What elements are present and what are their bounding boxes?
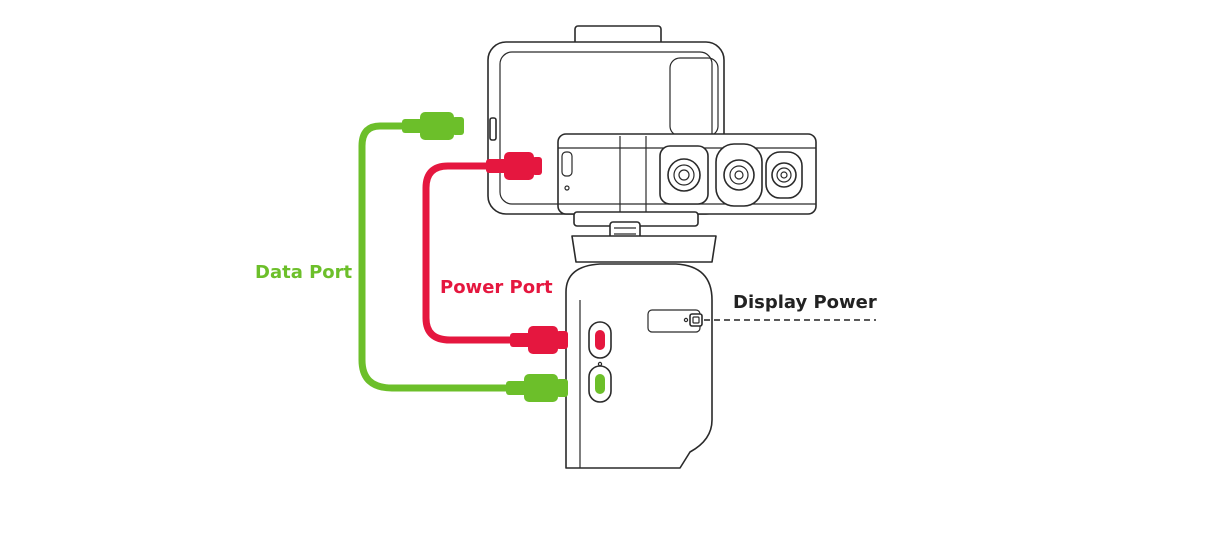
power-cable-bottom-tip	[556, 331, 568, 349]
display-power-button[interactable]	[689, 313, 703, 327]
display-power-label: Display Power	[733, 292, 877, 313]
power-cable-bottom-plug	[528, 326, 558, 354]
power-cable-wire	[422, 162, 516, 344]
handle	[565, 263, 713, 469]
data-cable-wire	[358, 122, 512, 392]
data-cable-top-connector	[402, 119, 424, 133]
mount-base	[571, 211, 717, 263]
data-cable	[358, 112, 568, 402]
data-cable-bottom-tip	[556, 379, 568, 397]
data-cable-top-tip	[452, 117, 464, 135]
data-port-label: Data Port	[255, 262, 353, 283]
power-cable-top-plug	[504, 152, 534, 180]
data-cable-top-plug	[420, 112, 454, 140]
data-cable-bottom-plug	[524, 374, 558, 402]
power-cable	[422, 152, 568, 354]
power-cable-top-connector	[486, 159, 508, 173]
camera-module	[557, 133, 817, 215]
power-port-label: Power Port	[440, 277, 553, 298]
power-cable-top-tip	[532, 157, 542, 175]
power-cable-bottom-connector	[510, 333, 532, 347]
data-cable-bottom-connector	[506, 381, 528, 395]
